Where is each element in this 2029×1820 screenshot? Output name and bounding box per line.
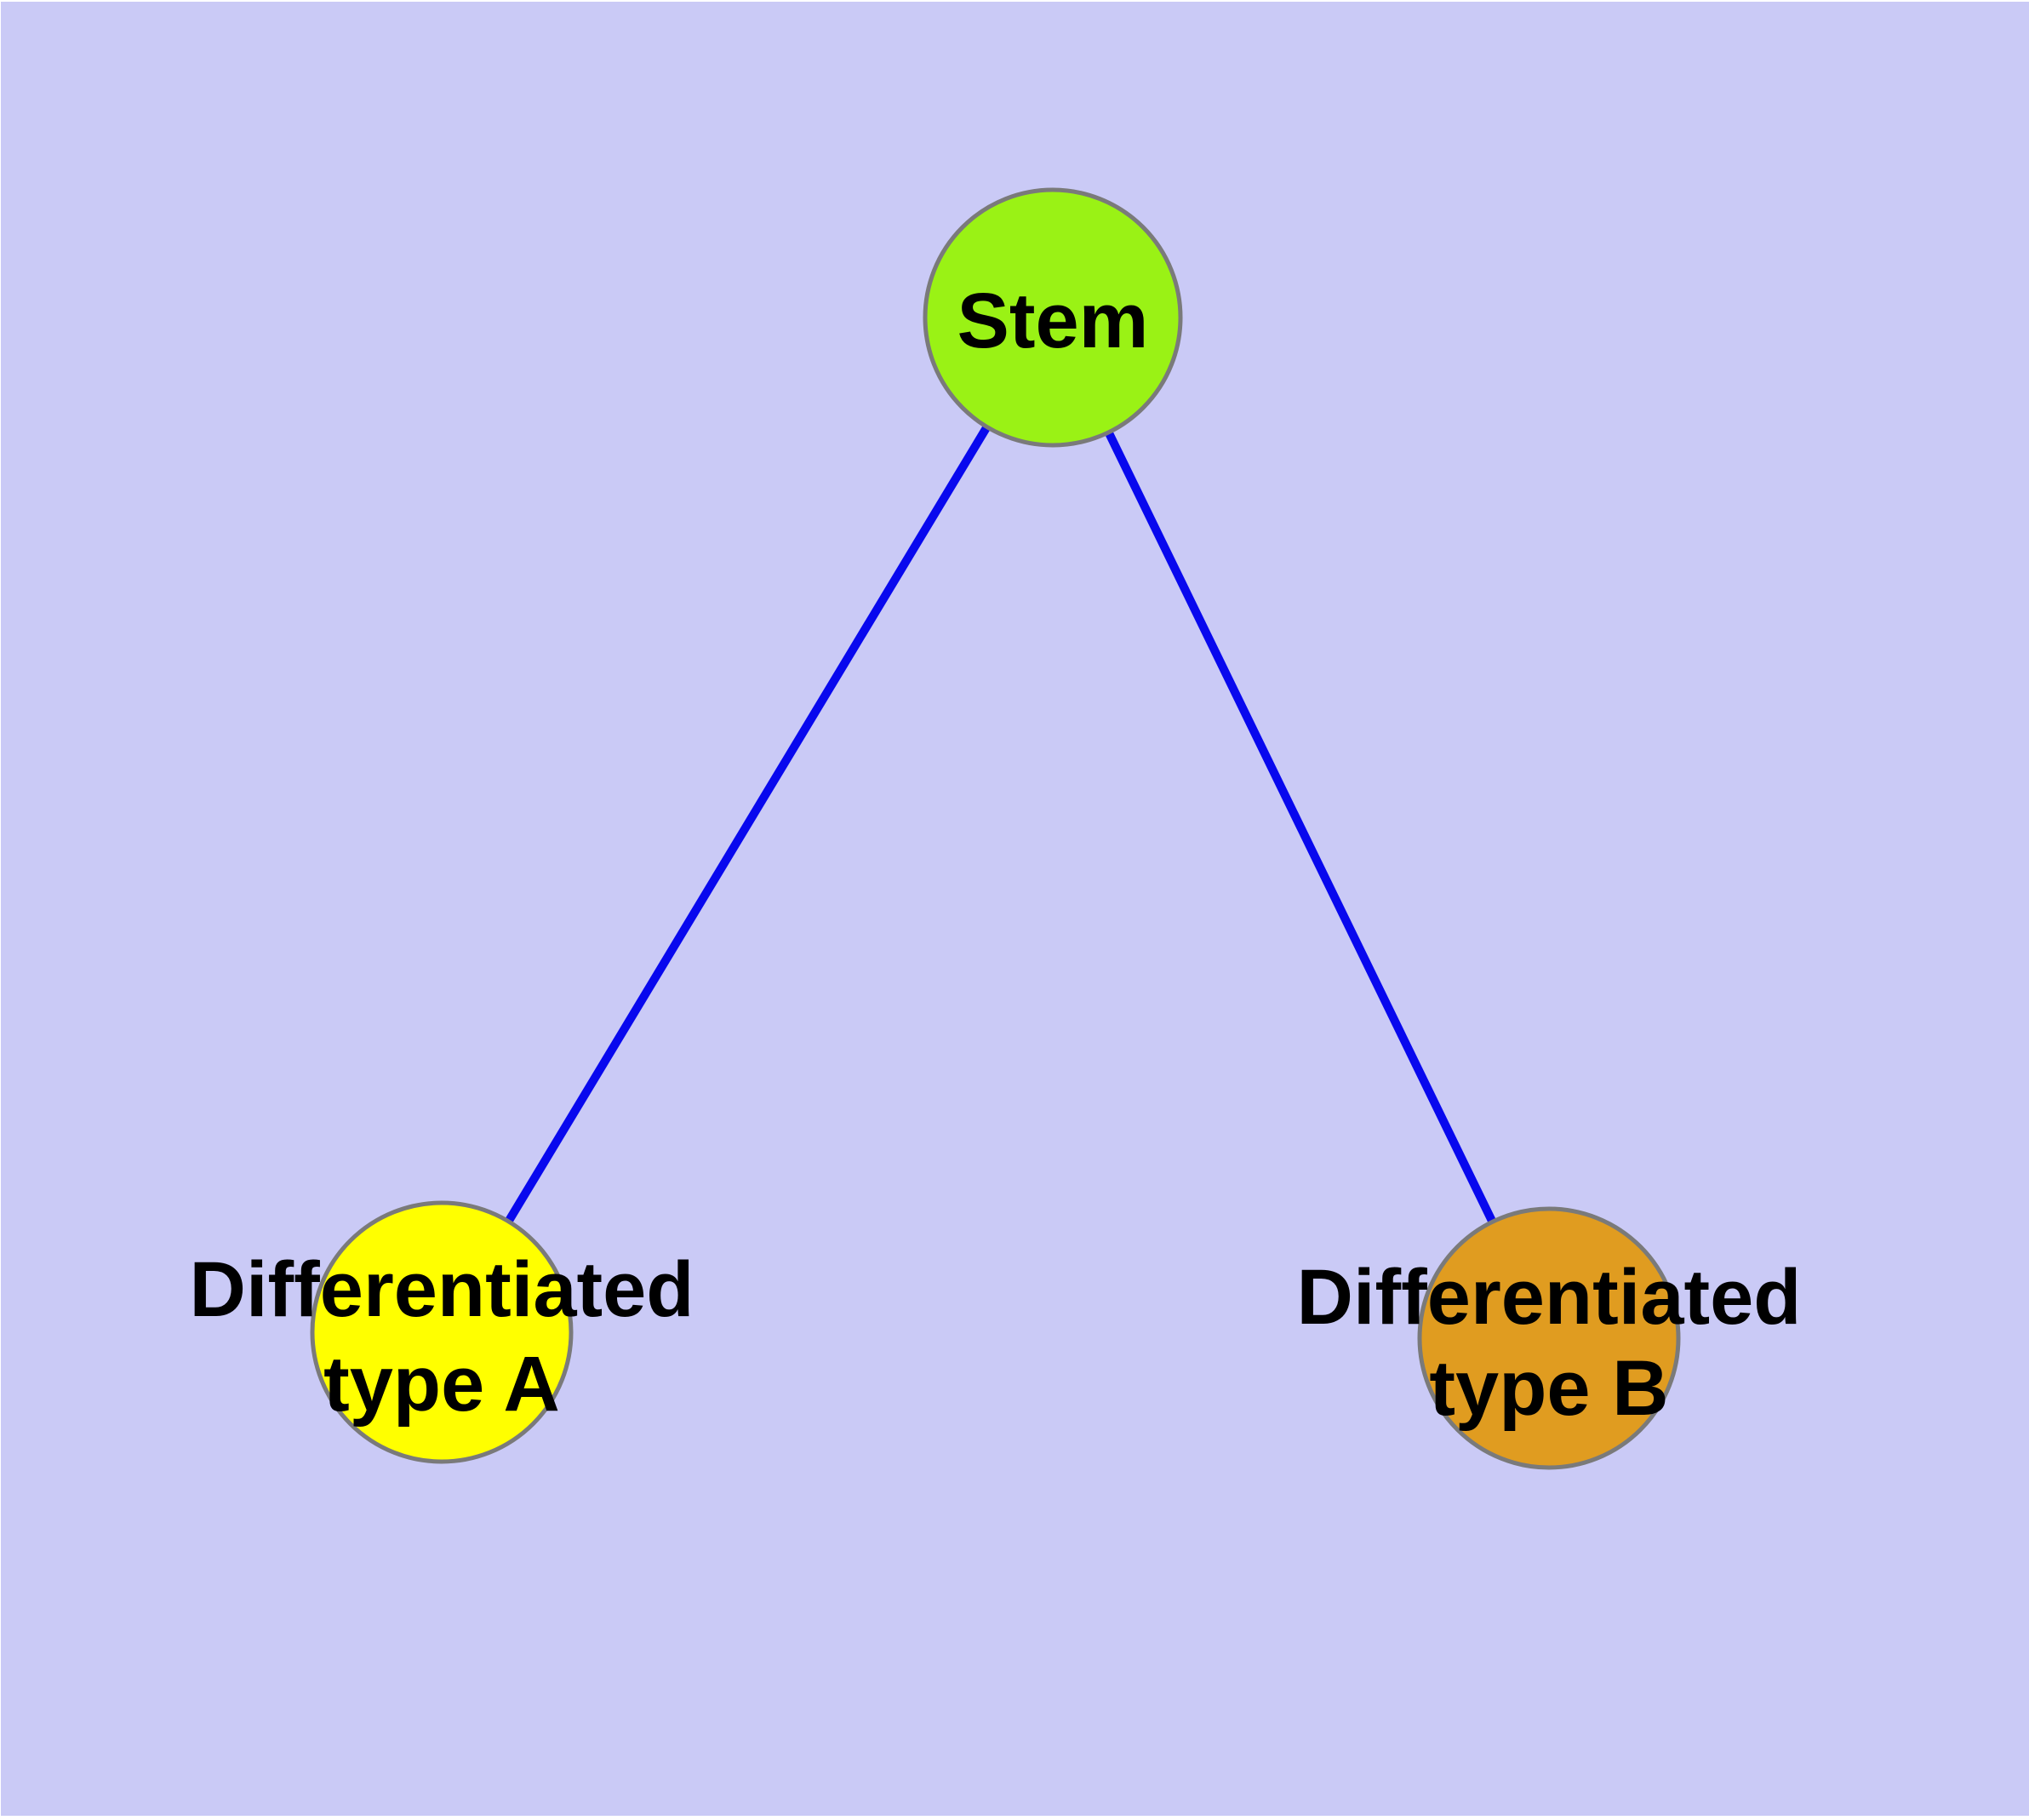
edge-stem-to-type-b bbox=[1049, 315, 1553, 1341]
node-stem-circle bbox=[923, 187, 1183, 448]
node-type-a-label-line-2: type A bbox=[323, 1341, 560, 1428]
node-type-b-circle bbox=[1417, 1206, 1681, 1470]
node-type-b-label-line-2: type B bbox=[1429, 1345, 1668, 1432]
node-stem-label: Stem bbox=[957, 278, 1149, 364]
node-type-a-circle bbox=[310, 1200, 574, 1464]
node-type-a-label-line-1: Differentiated bbox=[190, 1246, 694, 1333]
node-type-b-label-line-1: Differentiated bbox=[1297, 1254, 1802, 1341]
edge-stem-to-type-a bbox=[437, 315, 1057, 1335]
